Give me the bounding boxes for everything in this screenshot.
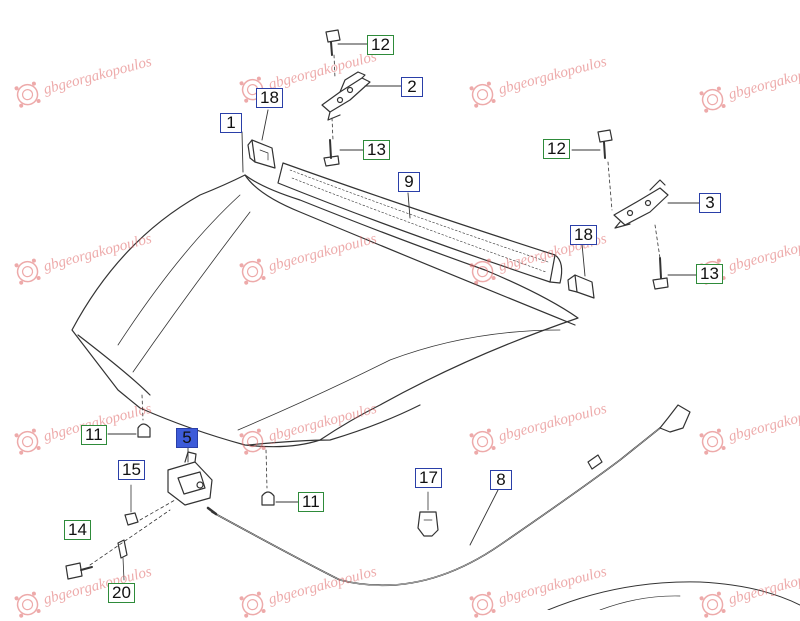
watermark: gbgeorgakopoulos — [467, 396, 610, 458]
watermark: gbgeorgakopoulos — [12, 396, 155, 458]
bolt-13-right — [652, 257, 669, 290]
watermark-logo-icon — [699, 591, 726, 618]
callout-18-left[interactable]: 18 — [256, 88, 283, 108]
hood-latch — [167, 451, 213, 506]
hinge-right — [613, 179, 669, 229]
callout-18-right[interactable]: 18 — [570, 225, 597, 245]
callout-3[interactable]: 3 — [699, 193, 721, 213]
watermark: gbgeorgakopoulos — [697, 396, 800, 458]
hood-panel — [71, 174, 579, 448]
watermark: gbgeorgakopoulos — [467, 49, 610, 111]
callout-11-center[interactable]: 11 — [298, 492, 324, 512]
stopper-11-left — [137, 394, 151, 438]
watermark-logo-icon — [699, 86, 726, 113]
bumper-pad-left — [247, 139, 276, 169]
watermark-logo-icon — [14, 258, 41, 285]
stopper-11-center — [261, 449, 275, 506]
watermark-logo-icon — [469, 428, 496, 455]
watermark-logo-icon — [469, 81, 496, 108]
callout-5[interactable]: 5 — [176, 428, 198, 448]
callout-14[interactable]: 14 — [64, 520, 91, 540]
callout-1[interactable]: 1 — [220, 113, 242, 133]
car-body-edge — [547, 581, 800, 610]
watermark-logo-icon — [14, 428, 41, 455]
watermark: gbgeorgakopoulos — [237, 226, 380, 288]
watermark-logo-icon — [239, 591, 266, 618]
bolt-12-left — [325, 29, 341, 56]
callout-20[interactable]: 20 — [108, 583, 135, 603]
callout-12-left[interactable]: 12 — [367, 35, 394, 55]
callout-13-left[interactable]: 13 — [363, 140, 390, 160]
watermark: gbgeorgakopoulos — [12, 49, 155, 111]
callout-13-right[interactable]: 13 — [696, 264, 723, 284]
hood-seal-strip — [277, 162, 563, 284]
bumper-pad-right — [567, 274, 595, 299]
watermark: gbgeorgakopoulos — [697, 54, 800, 116]
callout-17[interactable]: 17 — [415, 468, 442, 488]
watermark-logo-icon — [469, 591, 496, 618]
leader-lines — [107, 43, 701, 546]
callout-12-right[interactable]: 12 — [543, 139, 570, 159]
watermark-logo-icon — [239, 258, 266, 285]
callout-15[interactable]: 15 — [118, 460, 145, 480]
cable-clip-17 — [417, 491, 439, 537]
watermark: gbgeorgakopoulos — [12, 226, 155, 288]
watermark-logo-icon — [14, 591, 41, 618]
bolt-12-right — [597, 129, 613, 159]
watermark-logo-icon — [14, 81, 41, 108]
release-cable — [206, 404, 691, 587]
hinge-left — [321, 71, 371, 121]
bolt-14 — [65, 562, 93, 580]
callout-2[interactable]: 2 — [401, 77, 423, 97]
callout-9[interactable]: 9 — [398, 172, 420, 192]
nut-15 — [124, 484, 139, 526]
watermark: gbgeorgakopoulos — [237, 396, 380, 458]
clip-20 — [117, 539, 128, 581]
watermark-logo-icon — [469, 258, 496, 285]
callout-11-left[interactable]: 11 — [81, 425, 107, 445]
bolt-13-left — [323, 139, 340, 167]
watermark-logo-icon — [699, 428, 726, 455]
watermark-logo-icon — [239, 428, 266, 455]
callout-8[interactable]: 8 — [490, 470, 512, 490]
watermark: gbgeorgakopoulos — [467, 226, 610, 288]
